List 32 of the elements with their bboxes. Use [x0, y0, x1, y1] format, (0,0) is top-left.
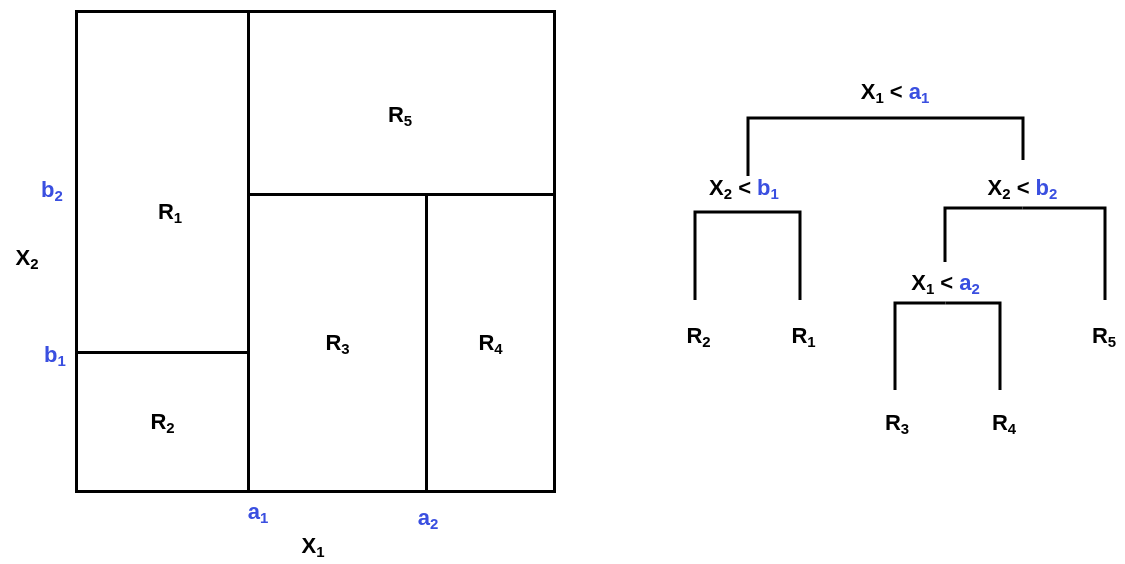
region-label: R$_{4}$ [478, 331, 503, 355]
leaf-label: R$_{4}$ [991, 411, 1017, 435]
threshold-label: a$_{2}$ [959, 271, 980, 295]
condition-label: X$_{1}$ < [911, 271, 954, 295]
leaf-label: R$_{2}$ [686, 324, 711, 348]
axis-label: b$_{2}$ [41, 178, 63, 202]
leaf-label: R$_{1}$ [791, 324, 816, 348]
tree-branch [693, 210, 744, 300]
tree-branch [895, 116, 1025, 160]
condition-label: X$_{2}$ < [709, 176, 752, 200]
region-label: R$_{3}$ [325, 331, 350, 355]
region-label: R$_{2}$ [150, 410, 175, 434]
axis-label: a$_{1}$ [247, 500, 269, 524]
leaf-label: R$_{5}$ [1091, 324, 1117, 348]
condition-label: X$_{1}$ < [860, 80, 903, 104]
threshold-label: b$_{1}$ [757, 176, 779, 200]
leaf-label: R$_{3}$ [884, 411, 910, 435]
threshold-label: b$_{2}$ [1035, 176, 1058, 200]
tree-branch [746, 116, 895, 176]
region-label: R$_{5}$ [387, 103, 413, 127]
tree-branch [744, 210, 802, 300]
axis-label: X$_{1}$ [301, 534, 325, 558]
axis-label: a$_{2}$ [417, 506, 439, 530]
axis-label: X$_{2}$ [15, 246, 39, 270]
tree-branch [893, 301, 946, 390]
condition-label: X$_{2}$ < [987, 176, 1030, 200]
threshold-label: a$_{1}$ [908, 80, 930, 104]
region-label: R$_{1}$ [157, 200, 183, 224]
tree-branch [945, 301, 1002, 390]
axis-label: b$_{1}$ [44, 343, 66, 367]
tree-branch [1022, 206, 1107, 300]
tree-branch [943, 206, 1023, 262]
